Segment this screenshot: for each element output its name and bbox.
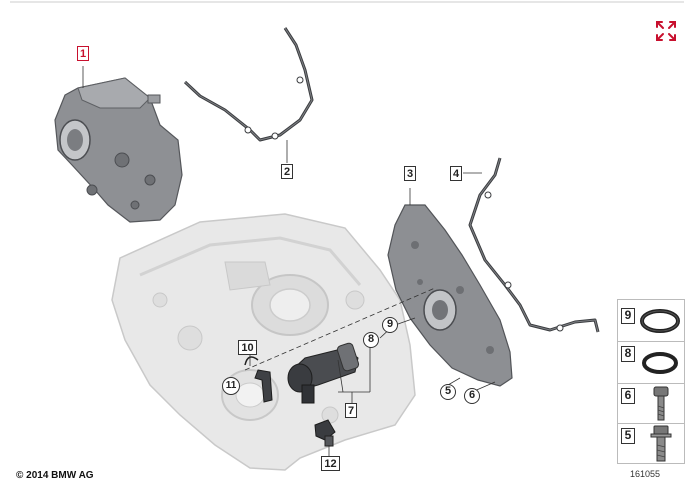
expand-arrows-icon bbox=[656, 21, 676, 41]
callout-12[interactable]: 12 bbox=[321, 456, 340, 471]
panel-item-o-ring-small[interactable]: 8 bbox=[618, 342, 684, 384]
callout-11[interactable]: 11 bbox=[222, 377, 240, 395]
panel-label: 9 bbox=[621, 308, 635, 324]
expand-button[interactable] bbox=[654, 19, 678, 43]
alignment-line bbox=[244, 287, 436, 371]
callout-2[interactable]: 2 bbox=[281, 164, 293, 179]
callout-8[interactable]: 8 bbox=[363, 332, 379, 348]
callout-4[interactable]: 4 bbox=[450, 166, 462, 181]
callout-6[interactable]: 6 bbox=[464, 388, 480, 404]
callout-3[interactable]: 3 bbox=[404, 166, 416, 181]
callout-7[interactable]: 7 bbox=[345, 403, 357, 418]
sensor-illustration bbox=[314, 419, 336, 447]
retaining-clip-illustration bbox=[244, 356, 273, 403]
callout-1[interactable]: 1 bbox=[77, 46, 89, 61]
bolt-flanged-icon bbox=[650, 425, 672, 462]
copyright-text: © 2014 BMW AG bbox=[16, 470, 94, 481]
diagram-number: 161055 bbox=[630, 469, 661, 479]
o-ring-large-icon bbox=[640, 309, 680, 333]
callout-10[interactable]: 10 bbox=[238, 340, 257, 355]
panel-label: 8 bbox=[621, 346, 635, 362]
panel-label: 6 bbox=[621, 388, 635, 404]
small-parts-panel: 9 8 6 5 bbox=[617, 299, 685, 464]
callout-9[interactable]: 9 bbox=[382, 317, 398, 333]
timing-cover-illustration bbox=[54, 77, 183, 223]
gasket-lower-illustration bbox=[468, 157, 600, 333]
panel-item-bolt-short[interactable]: 6 bbox=[618, 384, 684, 424]
gasket-upper-illustration bbox=[183, 27, 314, 142]
bolt-short-icon bbox=[653, 386, 669, 421]
callout-5[interactable]: 5 bbox=[440, 384, 456, 400]
panel-label: 5 bbox=[621, 428, 635, 444]
solenoid-valve-illustration bbox=[287, 342, 360, 404]
panel-item-bolt-flanged[interactable]: 5 bbox=[618, 424, 684, 465]
panel-item-o-ring-large[interactable]: 9 bbox=[618, 300, 684, 342]
o-ring-small-icon bbox=[642, 352, 678, 374]
lower-cover-illustration bbox=[387, 204, 513, 387]
